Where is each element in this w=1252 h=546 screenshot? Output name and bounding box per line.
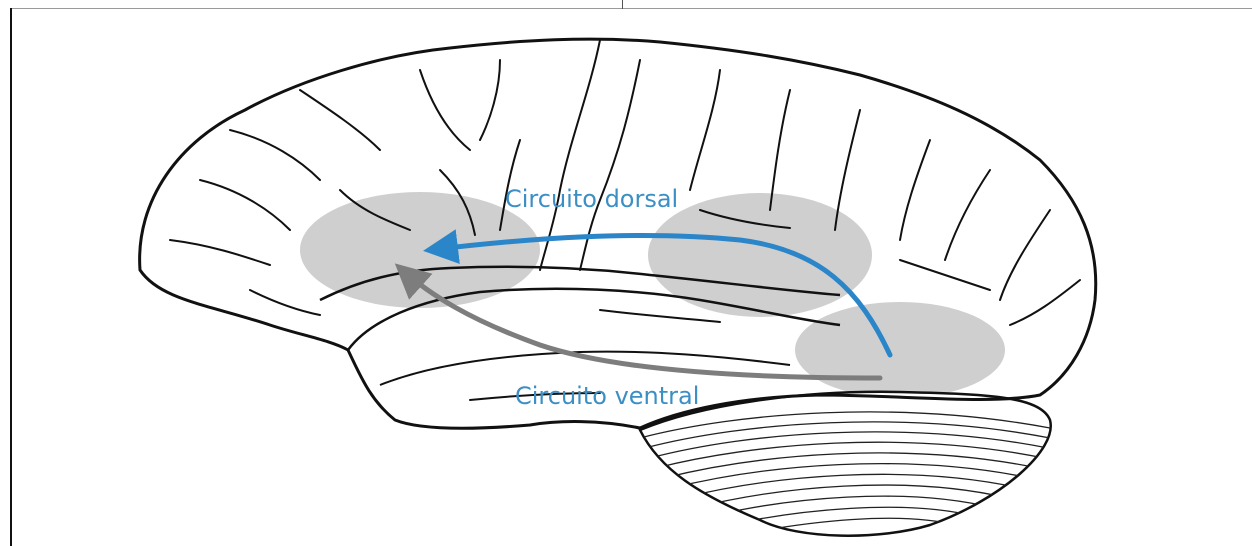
ventral-circuit-label: Circuito ventral	[515, 382, 699, 410]
cerebellum	[640, 392, 1051, 536]
temporal-region-highlight	[795, 302, 1005, 398]
dorsal-circuit-label: Circuito dorsal	[505, 185, 678, 213]
